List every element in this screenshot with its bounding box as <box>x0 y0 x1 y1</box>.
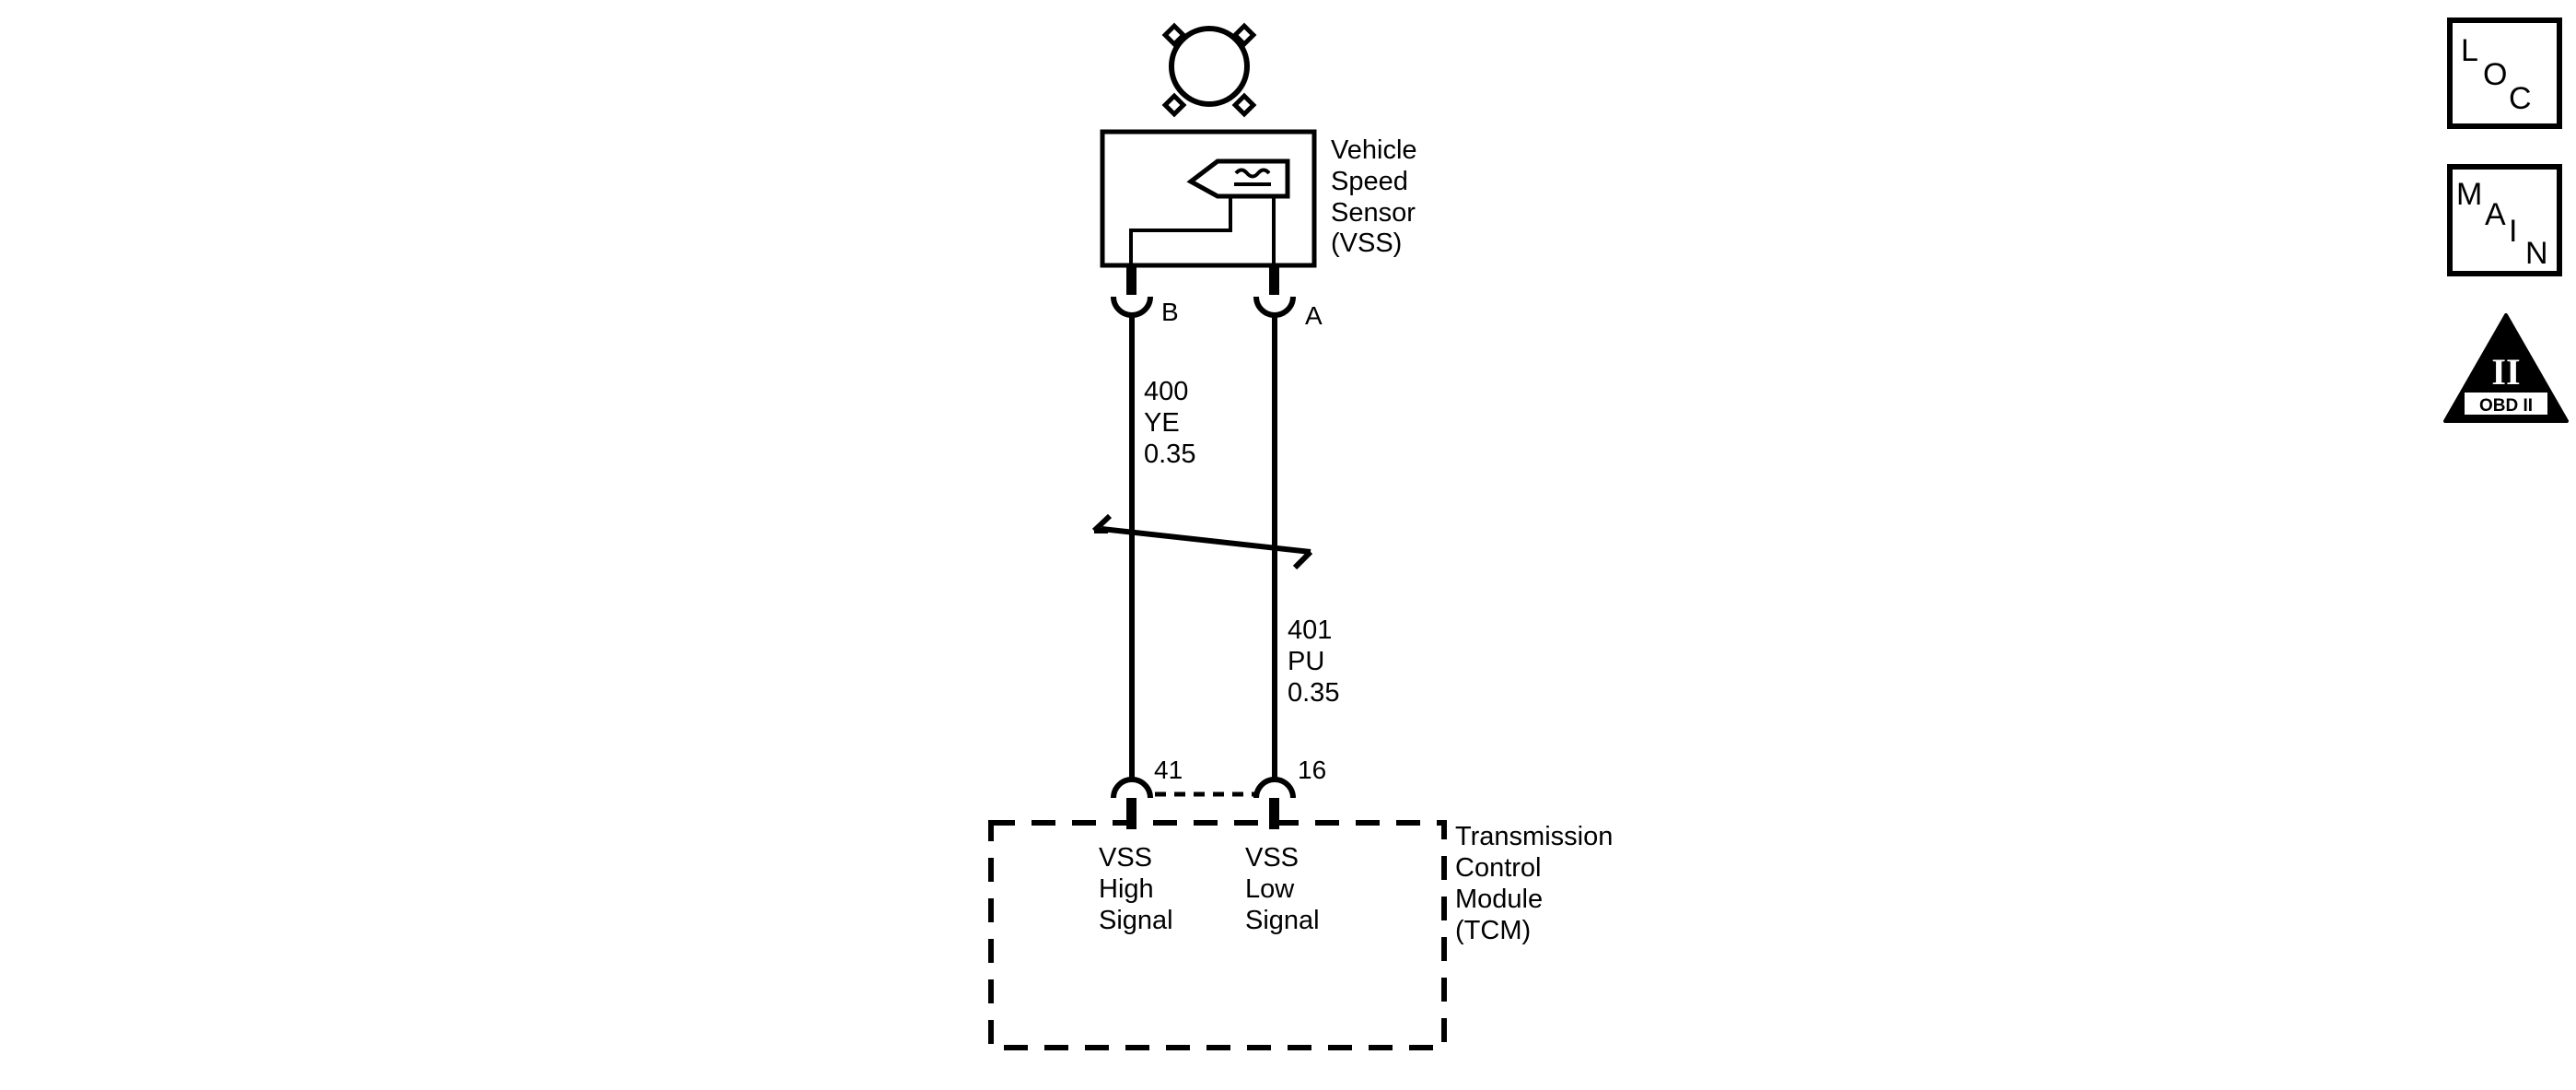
vss-sensor-label: Vehicle Speed Sensor (VSS) <box>1331 135 1425 258</box>
svg-text:O: O <box>2483 57 2507 92</box>
svg-text:C: C <box>2509 81 2532 116</box>
svg-text:A: A <box>2485 197 2506 232</box>
svg-text:II: II <box>2491 351 2520 393</box>
vss-low-signal-label: VSS Low Signal <box>1245 843 1320 935</box>
svg-text:L: L <box>2461 33 2478 68</box>
vss-sensor-box <box>1100 129 1317 276</box>
tcm-box <box>988 820 1447 1050</box>
tcm-terminal-16 <box>1253 777 1296 829</box>
tcm-label: Transmission Control Module (TCM) <box>1455 822 1620 945</box>
twisted-pair-symbol <box>1091 513 1313 570</box>
wire-401-label: 401 PU 0.35 <box>1288 615 1339 708</box>
connector-terminal-b <box>1111 265 1153 318</box>
svg-text:N: N <box>2525 236 2548 271</box>
wire-400-label: 400 YE 0.35 <box>1144 377 1195 469</box>
connector-a-label: A <box>1305 301 1323 330</box>
pin-41-label: 41 <box>1154 756 1183 784</box>
connector-b-label: B <box>1161 298 1179 326</box>
svg-text:OBD II: OBD II <box>2479 396 2533 416</box>
svg-text:I: I <box>2509 214 2517 249</box>
svg-text:M: M <box>2456 177 2482 212</box>
vss-high-signal-label: VSS High Signal <box>1099 843 1173 935</box>
tcm-terminal-41 <box>1111 777 1153 829</box>
loc-icon[interactable]: L O C <box>2447 18 2562 129</box>
pin-16-label: 16 <box>1298 756 1326 784</box>
obd-ii-icon[interactable]: II OBD II <box>2443 313 2569 423</box>
main-icon[interactable]: M A I N <box>2447 164 2562 276</box>
connector-terminal-a <box>1253 265 1296 318</box>
speedometer-icon <box>1161 22 1257 118</box>
